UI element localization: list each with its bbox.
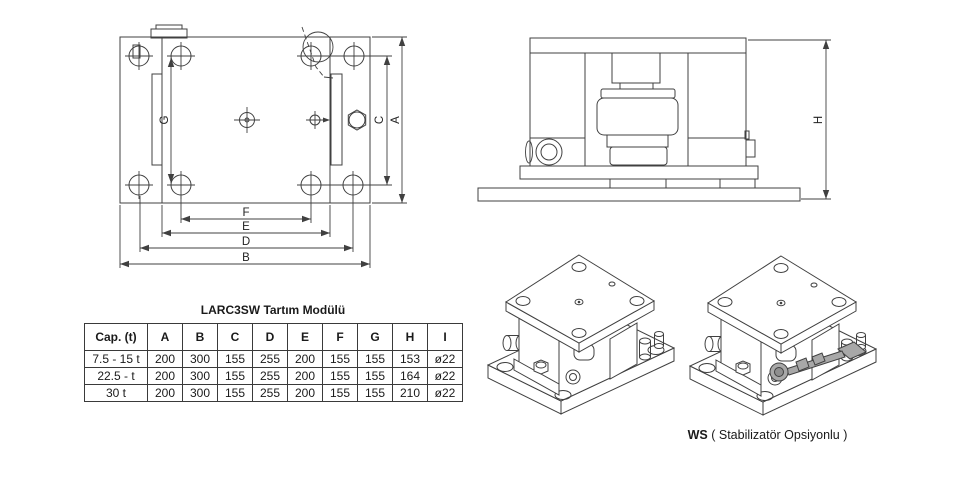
dim-label-d: D <box>242 236 250 248</box>
spec-cell: 300 <box>182 384 218 402</box>
dimension-e: E <box>161 205 331 237</box>
dim-label-b: B <box>242 252 250 264</box>
column-header: C <box>217 323 253 351</box>
spec-table-section: LARC3SW Tartım Modülü Cap. (t) A B C D E… <box>84 303 463 402</box>
spec-cell: 164 <box>392 367 428 385</box>
dimension-d: D <box>139 196 354 252</box>
spec-cell: ø22 <box>427 350 463 368</box>
dim-label-e: E <box>242 221 250 233</box>
hex-bolt <box>347 109 367 131</box>
dimension-g: G <box>159 58 175 183</box>
dim-label-h: H <box>813 116 825 124</box>
stabilizer-bracket <box>837 341 867 360</box>
spec-cell: 200 <box>147 384 183 402</box>
sv-stopper <box>744 130 756 158</box>
spec-cell: 300 <box>182 350 218 368</box>
dimension-h: H <box>748 39 831 200</box>
top-view-drawing: C A G F E D <box>119 24 407 268</box>
spec-cell: 155 <box>217 350 253 368</box>
ws-option-caption: WS ( Stabilizatör Opsiyonlu ) <box>655 428 880 442</box>
sv-bottom-plate <box>519 165 759 180</box>
spec-cell: 155 <box>357 384 393 402</box>
sv-base-plate <box>477 187 801 202</box>
column-header: H <box>392 323 428 351</box>
spec-cell: ø22 <box>427 367 463 385</box>
spec-cell: 255 <box>252 350 288 368</box>
dimension-c: C <box>316 55 392 186</box>
spec-cell: 155 <box>357 350 393 368</box>
edge-arrow <box>323 117 330 123</box>
sv-cable-gland <box>525 138 563 166</box>
left-clamp <box>132 44 141 59</box>
column-header: E <box>287 323 323 351</box>
spec-cell: 30 t <box>84 384 148 402</box>
spec-cell: 153 <box>392 350 428 368</box>
ws-label: WS <box>687 428 708 442</box>
dim-label-g: G <box>159 115 171 124</box>
table-row: 7.5 - 15 t 200 300 155 255 200 155 155 1… <box>84 350 463 368</box>
table-row: 30 t 200 300 155 255 200 155 155 210 ø22 <box>84 384 463 402</box>
spec-cell: 200 <box>147 350 183 368</box>
stabilizer-nut <box>795 357 810 372</box>
dimension-b: B <box>119 205 371 268</box>
column-header: F <box>322 323 358 351</box>
dim-label-a: A <box>390 116 402 124</box>
spec-cell: 200 <box>287 350 323 368</box>
spec-cell: 22.5 - t <box>84 367 148 385</box>
dim-label-c: C <box>374 116 386 124</box>
side-view-drawing: H <box>477 37 831 202</box>
spec-cell: 255 <box>252 384 288 402</box>
isometric-standard-module <box>487 254 675 415</box>
table-title: LARC3SW Tartım Modülü <box>200 303 346 317</box>
spec-cell: 200 <box>287 367 323 385</box>
left-side-rail <box>151 73 163 166</box>
column-header: G <box>357 323 393 351</box>
spec-cell: 155 <box>217 367 253 385</box>
spec-cell: 7.5 - 15 t <box>84 350 148 368</box>
sv-foot <box>609 178 667 189</box>
table-header-row: Cap. (t) A B C D E F G H I <box>84 323 463 351</box>
spec-cell: 155 <box>322 350 358 368</box>
ws-caption-text: ( Stabilizatör Opsiyonlu ) <box>711 428 848 442</box>
spec-cell: 210 <box>392 384 428 402</box>
stabilizer-assembly <box>769 341 867 382</box>
spec-cell: 200 <box>147 367 183 385</box>
column-header: I <box>427 323 463 351</box>
dimension-a: A <box>372 36 407 204</box>
sv-top-plate <box>529 37 747 54</box>
spec-cell: 155 <box>357 367 393 385</box>
column-header: A <box>147 323 183 351</box>
isometric-ws-module <box>689 255 877 416</box>
spec-cell: 155 <box>322 367 358 385</box>
column-header: B <box>182 323 218 351</box>
dim-label-f: F <box>242 207 249 219</box>
spec-cell: 300 <box>182 367 218 385</box>
spec-cell: 200 <box>287 384 323 402</box>
stabilizer-nut <box>811 352 826 366</box>
table-row: 22.5 - t 200 300 155 255 200 155 155 164… <box>84 367 463 385</box>
pilot-hole <box>306 111 324 129</box>
center-hole <box>234 107 260 133</box>
spec-cell: 255 <box>252 367 288 385</box>
right-side-rail <box>330 73 343 166</box>
dimension-f: F <box>180 196 312 223</box>
spec-cell: ø22 <box>427 384 463 402</box>
spec-table: Cap. (t) A B C D E F G H I 7.5 - 15 t 20… <box>84 323 463 402</box>
sv-load-cell <box>596 52 679 166</box>
detail-callout <box>301 26 334 79</box>
column-header: Cap. (t) <box>84 323 148 351</box>
column-header: D <box>252 323 288 351</box>
spec-cell: 155 <box>322 384 358 402</box>
name-plate-tab-cap <box>155 24 183 30</box>
sv-foot <box>719 178 756 189</box>
spec-cell: 155 <box>217 384 253 402</box>
